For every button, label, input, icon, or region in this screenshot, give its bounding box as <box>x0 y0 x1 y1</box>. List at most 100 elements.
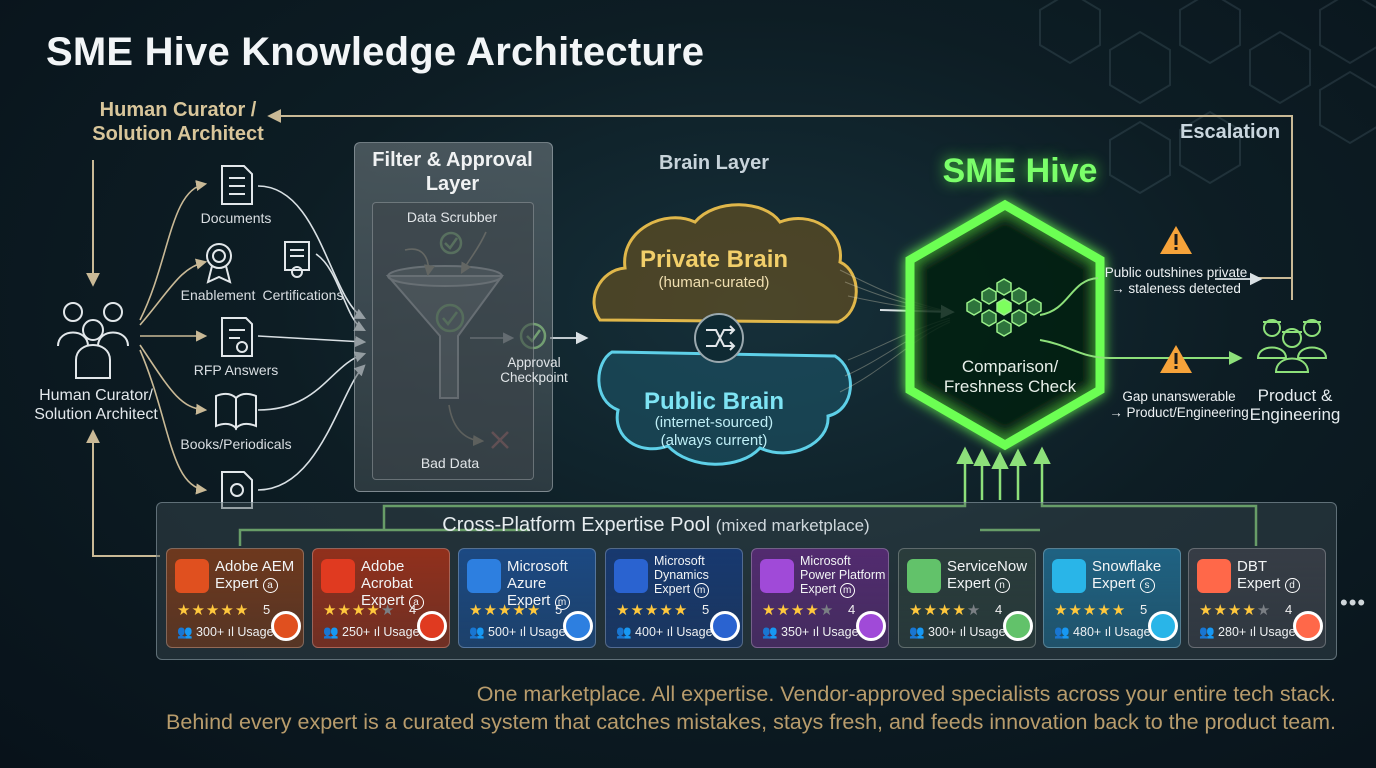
data-scrubber-label: Data Scrubber <box>406 209 498 225</box>
star-rating: ★★★★★ <box>323 601 395 619</box>
public-brain-title: Public Brain <box>643 388 785 415</box>
filter-title-line-1: Filter & Approval <box>372 149 533 171</box>
more-icon[interactable]: ••• <box>1340 590 1367 615</box>
expert-name-line: Adobe Acrobat <box>361 558 413 592</box>
gap-line-2: → Product/Engineering <box>1109 405 1249 420</box>
comparison-label: Comparison/ Freshness Check <box>920 357 1100 397</box>
vendor-logo-icon <box>1052 559 1086 593</box>
vendor-badge-letter: m <box>554 595 570 610</box>
star-icon: ★ <box>234 602 250 619</box>
star-icon: ★ <box>526 602 542 619</box>
tagline-line-2: Behind every expert is a curated system … <box>166 710 1336 734</box>
private-brain-cloud <box>592 203 858 324</box>
certified-badge-icon <box>271 611 301 641</box>
star-icon: ★ <box>819 602 835 619</box>
vendor-logo-icon <box>321 559 355 593</box>
expert-name-line: Power Platform <box>800 568 886 582</box>
vendor-badge-letter: a <box>262 578 278 593</box>
usage-count: 👥 350+ ıl Usage <box>762 625 859 639</box>
star-icon: ★ <box>220 602 235 619</box>
expert-name-line: Expert m <box>507 592 595 610</box>
usage-count: 👥 500+ ıl Usage <box>469 625 566 639</box>
curator-left-label: Human Curator/ Solution Architect <box>16 386 176 424</box>
expert-name-line: Microsoft <box>654 554 705 568</box>
source-certifications: Certifications <box>262 287 344 303</box>
rating-value: 5 <box>1140 602 1148 617</box>
star-icon: ★ <box>1097 602 1112 619</box>
star-icon: ★ <box>673 602 689 619</box>
rfp-answers-icon <box>221 317 253 357</box>
page-title: SME Hive Knowledge Architecture <box>46 30 705 74</box>
star-icon: ★ <box>512 602 527 619</box>
pool-subtitle: (mixed marketplace) <box>715 516 870 535</box>
source-rfp-answers: RFP Answers <box>193 362 279 378</box>
hive-cells-icon <box>966 278 1042 337</box>
star-icon: ★ <box>1256 602 1272 619</box>
bad-data-label: Bad Data <box>420 455 480 471</box>
star-icon: ★ <box>323 602 338 619</box>
star-icon: ★ <box>366 602 381 619</box>
certificate-icon <box>284 241 310 278</box>
vendor-logo-icon <box>614 559 648 593</box>
star-rating: ★★★★★ <box>177 601 249 619</box>
rating-value: 4 <box>995 602 1003 617</box>
expert-name-line: Expert m <box>800 582 888 598</box>
star-icon: ★ <box>762 602 777 619</box>
star-icon: ★ <box>630 602 645 619</box>
expert-name-line: ServiceNow <box>947 558 1028 575</box>
vendor-badge-letter: n <box>994 578 1010 593</box>
vendor-logo-icon <box>175 559 209 593</box>
usage-count: 👥 480+ ıl Usage <box>1054 625 1151 639</box>
background-hex-pattern <box>1039 0 1376 195</box>
expert-name-line: Adobe AEM <box>215 558 295 575</box>
curator-left-line-2: Solution Architect <box>34 406 158 423</box>
star-icon: ★ <box>1199 602 1214 619</box>
gap-note: Gap unanswerable → Product/Engineering <box>1104 389 1254 421</box>
source-enablement: Enablement <box>180 287 256 303</box>
star-icon: ★ <box>1227 602 1243 619</box>
star-icon: ★ <box>909 602 924 619</box>
document-icon <box>221 165 253 205</box>
star-icon: ★ <box>776 602 791 619</box>
star-rating: ★★★★★ <box>762 601 834 619</box>
enablement-award-icon <box>206 243 232 284</box>
expert-name-line: Expert s <box>1092 575 1180 593</box>
usage-count: 👥 280+ ıl Usage <box>1199 625 1296 639</box>
staleness-line-1: Public outshines private <box>1104 265 1248 280</box>
source-documents: Documents <box>200 210 272 226</box>
rating-value: 4 <box>848 602 856 617</box>
star-icon: ★ <box>497 602 513 619</box>
tagline-line-1: One marketplace. All expertise. Vendor-a… <box>476 682 1336 706</box>
star-icon: ★ <box>644 602 660 619</box>
certified-badge-icon <box>563 611 593 641</box>
vendor-logo-icon <box>760 559 794 593</box>
public-brain-subtitle: (internet-sourced) (always current) <box>620 414 808 450</box>
star-icon: ★ <box>923 602 938 619</box>
star-icon: ★ <box>952 602 967 619</box>
star-icon: ★ <box>337 602 352 619</box>
curator-top-label: Human Curator / Solution Architect <box>78 98 278 146</box>
vendor-badge-letter: a <box>408 595 424 610</box>
scrubber-box <box>372 202 534 480</box>
expert-name-line: Dynamics <box>654 568 709 582</box>
star-icon: ★ <box>469 602 484 619</box>
staleness-line-2: → staleness detected <box>1111 281 1241 296</box>
star-icon: ★ <box>966 602 982 619</box>
star-rating: ★★★★★ <box>1054 601 1126 619</box>
curator-left-line-1: Human Curator/ <box>39 387 153 404</box>
human-curator-icon <box>57 302 129 379</box>
book-icon <box>215 392 257 431</box>
